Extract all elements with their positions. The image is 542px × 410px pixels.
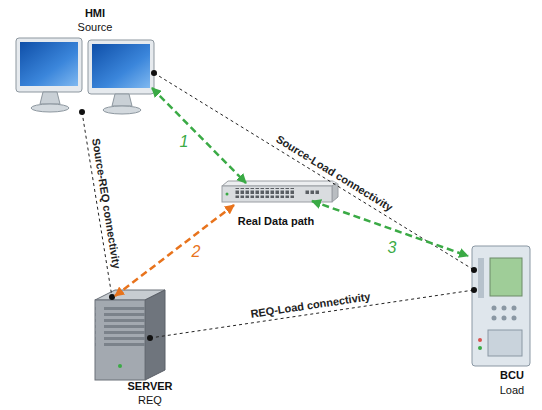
connection-dot (471, 267, 477, 273)
device-node: Real Data path (218, 180, 338, 230)
connection-label: Source-Load connectivity (272, 132, 397, 216)
data-path-arrow (152, 88, 246, 183)
connection-label: REQ-Load connectivity (248, 290, 374, 321)
device-name: BCU (500, 369, 524, 382)
connectivity-line (154, 73, 474, 270)
device-name: HMI (85, 7, 105, 20)
connection-dot (109, 294, 115, 300)
device-name: Real Data path (238, 215, 314, 228)
device-node: HMISource (10, 3, 160, 120)
connection-label: Source-REQ connectivity (89, 135, 124, 271)
server-tower (95, 290, 165, 380)
callout-number: 3 (388, 239, 397, 257)
connection-dot (147, 335, 153, 341)
connection-dot (471, 287, 477, 293)
connection-dot (151, 70, 157, 76)
bay-control-unit (472, 246, 530, 366)
monitor-left (16, 38, 82, 112)
data-path-arrow (115, 205, 234, 296)
network-switch (222, 181, 338, 202)
device-name: SERVER (127, 380, 172, 393)
device-role: REQ (138, 394, 162, 407)
device-role: Load (500, 384, 524, 397)
device-role: Source (78, 21, 113, 34)
device-node: SERVERREQ (88, 288, 188, 408)
callout-number: 1 (180, 133, 189, 151)
callout-number: 2 (192, 243, 201, 261)
connectivity-line (150, 290, 474, 338)
monitor-right (88, 40, 154, 114)
connection-dot (79, 109, 85, 115)
